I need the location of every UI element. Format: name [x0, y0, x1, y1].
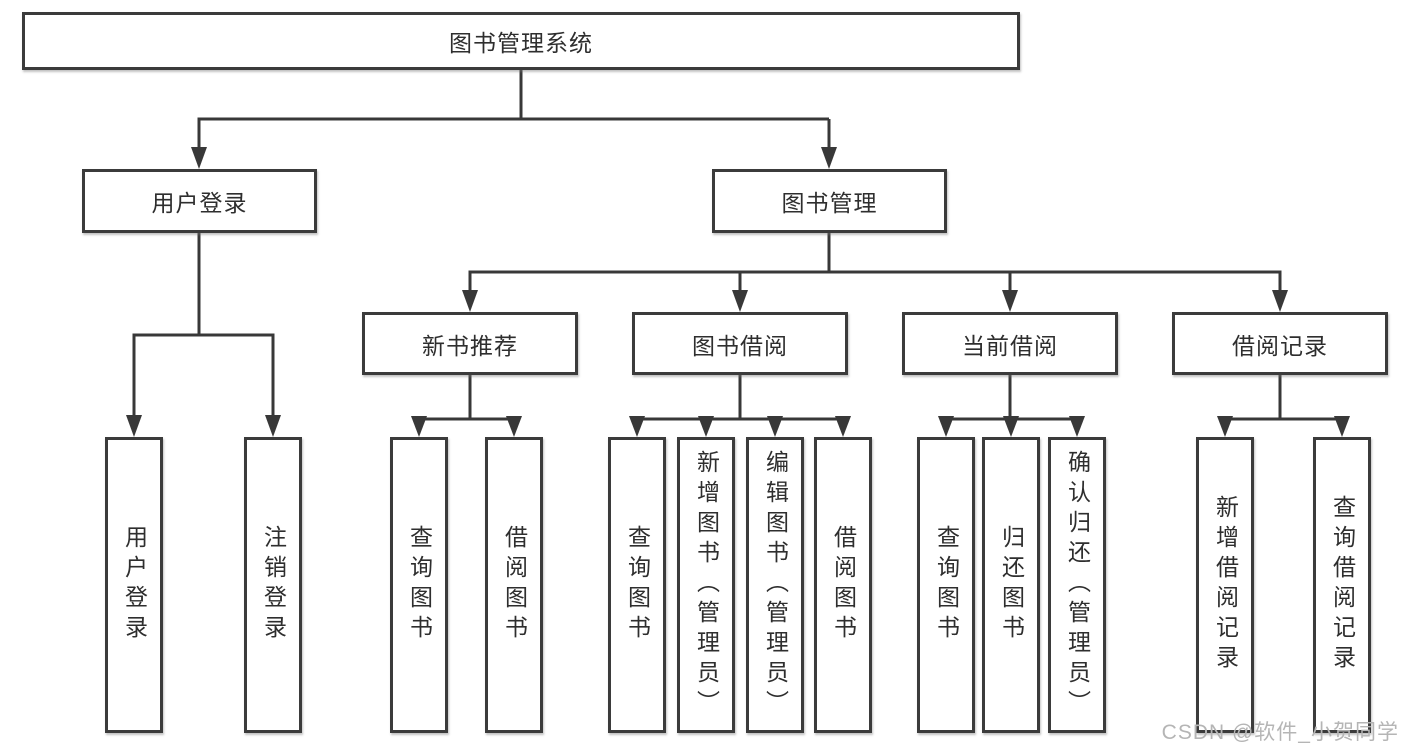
leaf-query-borrow-record: 查询借阅记录: [1313, 437, 1371, 733]
leaf-current-query-books: 查询图书: [917, 437, 975, 733]
leaf-recommend-query-books: 查询图书: [390, 437, 448, 733]
node-book-management-label: 图书管理: [781, 190, 878, 216]
node-current-borrow: 当前借阅: [902, 312, 1118, 375]
node-book-borrow: 图书借阅: [632, 312, 848, 375]
leaf-add-books-admin: 新增图书（管理员）: [677, 437, 735, 733]
leaf-user-login: 用户登录: [105, 437, 163, 733]
node-book-borrow-label: 图书借阅: [692, 332, 788, 359]
node-new-book-recommend-label: 新书推荐: [422, 332, 518, 359]
leaf-confirm-return-admin: 确认归还（管理员）: [1048, 437, 1106, 733]
leaf-borrow-query-books-label: 查询图书: [624, 525, 651, 645]
branch-borrow-records: [1217, 375, 1350, 437]
node-borrow-records: 借阅记录: [1172, 312, 1388, 375]
leaf-logout-label: 注销登录: [260, 525, 287, 645]
leaf-recommend-borrow-books-label: 借阅图书: [501, 525, 528, 645]
node-book-management: 图书管理: [712, 169, 947, 233]
leaf-query-borrow-record-label: 查询借阅记录: [1329, 495, 1356, 675]
leaf-borrow-query-books: 查询图书: [608, 437, 666, 733]
node-new-book-recommend: 新书推荐: [362, 312, 578, 375]
leaf-return-books-label: 归还图书: [998, 525, 1025, 645]
leaf-borrow-books: 借阅图书: [814, 437, 872, 733]
branch-current-borrow: [938, 375, 1085, 437]
leaf-add-borrow-record: 新增借阅记录: [1196, 437, 1254, 733]
leaf-confirm-return-admin-label: 确认归还（管理员）: [1064, 450, 1091, 720]
branch-book-management: [462, 233, 1288, 312]
node-current-borrow-label: 当前借阅: [962, 332, 1058, 359]
node-user-login-label: 用户登录: [151, 190, 248, 216]
node-library-system-label: 图书管理系统: [449, 30, 593, 56]
branch-root: [191, 70, 837, 169]
leaf-return-books: 归还图书: [982, 437, 1040, 733]
leaf-current-query-books-label: 查询图书: [933, 525, 960, 645]
leaf-edit-books-admin: 编辑图书（管理员）: [746, 437, 804, 733]
leaf-recommend-borrow-books: 借阅图书: [485, 437, 543, 733]
branch-new-book-recommend: [411, 375, 522, 437]
branch-book-borrow: [629, 375, 851, 437]
leaf-borrow-books-label: 借阅图书: [830, 525, 857, 645]
leaf-user-login-label: 用户登录: [121, 525, 148, 645]
leaf-add-borrow-record-label: 新增借阅记录: [1212, 495, 1239, 675]
leaf-add-books-admin-label: 新增图书（管理员）: [693, 450, 720, 720]
csdn-watermark: CSDN @软件_小贺同学: [1161, 721, 1399, 744]
node-library-system: 图书管理系统: [22, 12, 1020, 70]
branch-user-login: [126, 233, 281, 437]
leaf-recommend-query-books-label: 查询图书: [406, 525, 433, 645]
leaf-logout: 注销登录: [244, 437, 302, 733]
node-borrow-records-label: 借阅记录: [1232, 332, 1328, 359]
leaf-edit-books-admin-label: 编辑图书（管理员）: [762, 450, 789, 720]
node-user-login: 用户登录: [82, 169, 317, 233]
